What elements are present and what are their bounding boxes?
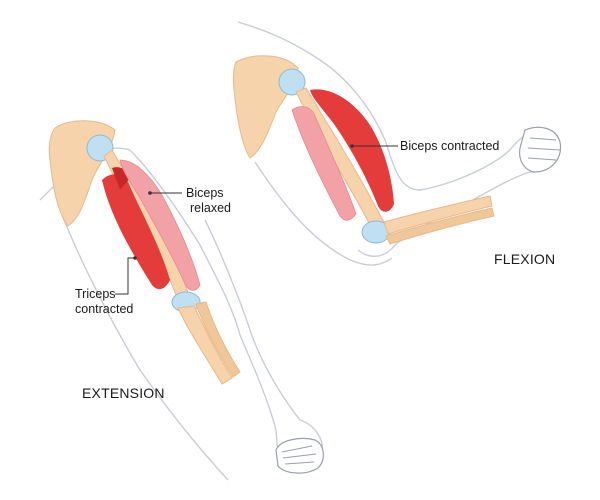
- extension-title: EXTENSION: [82, 385, 165, 401]
- extension-arm: [39, 120, 324, 481]
- biceps-relaxed-leader-dot: [148, 191, 152, 195]
- biceps-relaxed-label-line2: relaxed: [190, 201, 231, 215]
- extension-biceps-muscle: [119, 159, 201, 291]
- extension-body-outline: [61, 214, 229, 481]
- triceps-contracted-label-line2: contracted: [75, 302, 133, 316]
- flexion-radius: [383, 195, 493, 235]
- flexion-arm: [232, 21, 562, 266]
- flexion-shoulder-joint: [278, 68, 306, 96]
- triceps-contracted-label-line1: Triceps: [75, 287, 116, 301]
- extension-fingers: [281, 445, 317, 465]
- flexion-body-outline: [254, 161, 393, 266]
- extension-radius: [177, 305, 233, 385]
- flexion-triceps-muscle: [291, 106, 357, 221]
- biceps-contracted-label: Biceps contracted: [400, 139, 499, 153]
- flexion-ulna: [385, 207, 495, 245]
- triceps-contracted-leader-line: [115, 257, 135, 295]
- flexion-fist: [519, 126, 562, 173]
- extension-ulna: [195, 301, 241, 378]
- flexion-biceps-muscle: [310, 89, 394, 212]
- extension-arm-outline: [39, 147, 324, 469]
- flexion-fingers: [527, 137, 561, 161]
- biceps-contracted-leader-dot: [350, 144, 354, 148]
- biceps-relaxed-label-line1: Biceps: [186, 186, 224, 200]
- extension-triceps-muscle: [102, 174, 170, 290]
- flexion-title: FLEXION: [494, 251, 555, 267]
- triceps-contracted-leader-dot: [133, 256, 137, 260]
